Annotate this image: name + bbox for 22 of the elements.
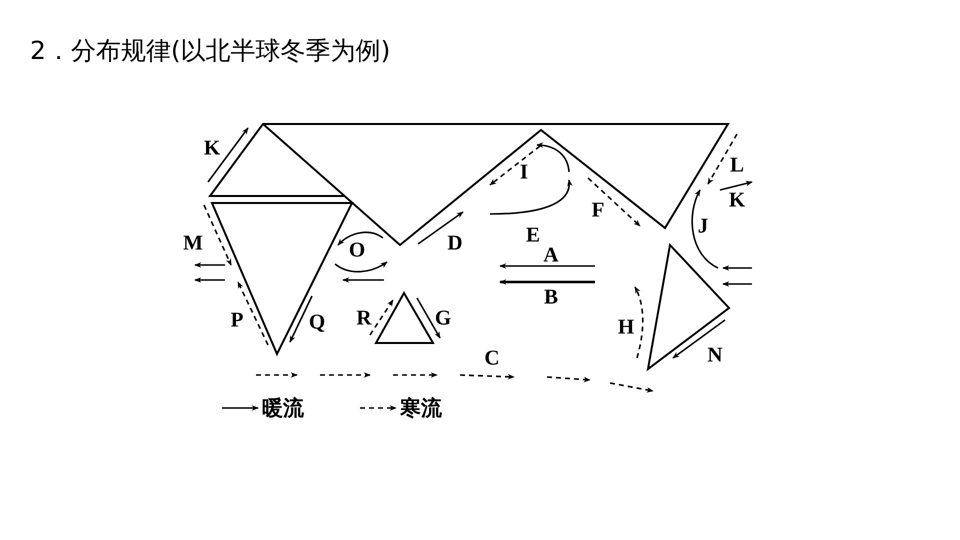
map-label: F — [592, 200, 604, 220]
map-label: N — [707, 344, 723, 366]
map-label: K — [204, 138, 220, 158]
map-label: D — [447, 232, 463, 254]
map-label: G — [434, 308, 452, 328]
map-label: I — [520, 162, 528, 182]
map-label: Q — [308, 312, 326, 332]
map-label: L — [730, 154, 744, 176]
map-label: R — [356, 308, 372, 328]
legend-label: 寒流 — [400, 397, 442, 418]
map-label: C — [484, 348, 500, 368]
map-label: A — [543, 244, 559, 266]
map-label: H — [618, 316, 634, 338]
map-label: P — [230, 310, 244, 330]
map-label: E — [526, 224, 540, 246]
map-label: M — [183, 232, 203, 254]
map-label: O — [348, 240, 366, 260]
map-label: B — [544, 286, 558, 308]
title: 2．分布规律(以北半球冬季为例) — [30, 35, 390, 67]
legend-label: 暖流 — [262, 397, 304, 418]
map-label: J — [698, 216, 708, 236]
map-label: K — [728, 190, 746, 210]
